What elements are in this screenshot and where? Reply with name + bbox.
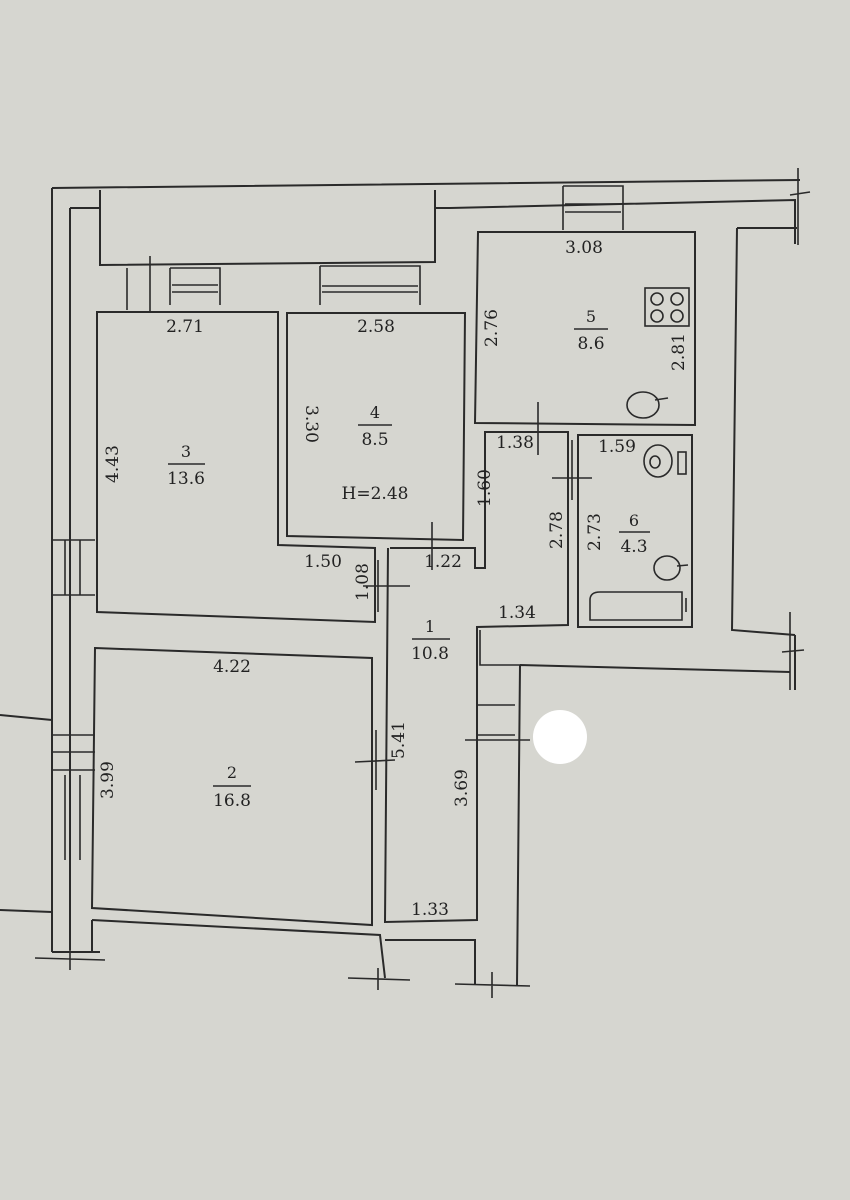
room-6-outline bbox=[577, 434, 693, 628]
dim-4-43: 4.43 bbox=[103, 445, 123, 483]
dim-2-78: 2.78 bbox=[547, 511, 567, 549]
dim-5-41: 5.41 bbox=[389, 721, 409, 759]
room-4-area: 8.5 bbox=[361, 430, 388, 450]
ceiling-height: H=2.48 bbox=[342, 484, 409, 504]
dim-3-30: 3.30 bbox=[301, 405, 321, 443]
room-6-area: 4.3 bbox=[620, 537, 647, 557]
dimension-ticks bbox=[34, 168, 811, 998]
dim-3-08: 3.08 bbox=[565, 238, 603, 258]
dim-2-81: 2.81 bbox=[669, 333, 689, 371]
bathtub-icon bbox=[589, 591, 687, 621]
toilet-icon bbox=[643, 444, 687, 478]
location-marker[interactable] bbox=[533, 710, 587, 764]
room-5-outline bbox=[473, 231, 696, 427]
dim-2-71: 2.71 bbox=[166, 317, 204, 337]
bath-sink-icon bbox=[653, 555, 689, 581]
dim-2-73: 2.73 bbox=[585, 513, 605, 551]
dim-1-34: 1.34 bbox=[498, 603, 536, 623]
dimension-labels: 3.08 2.76 2.81 2.71 2.58 3.30 4.43 1.38 … bbox=[98, 238, 689, 920]
room-4-outline bbox=[286, 312, 467, 542]
balcony bbox=[99, 190, 436, 312]
room-1-area: 10.8 bbox=[411, 644, 449, 664]
dim-1-60: 1.60 bbox=[475, 469, 495, 507]
dim-4-22: 4.22 bbox=[213, 657, 251, 677]
room-1-outline bbox=[383, 431, 569, 924]
room-5-number: 5 bbox=[586, 307, 596, 326]
stove-icon bbox=[644, 287, 690, 327]
kitchen-sink-icon bbox=[626, 391, 669, 419]
dim-1-22: 1.22 bbox=[424, 552, 462, 572]
room-3-number: 3 bbox=[181, 442, 191, 461]
room-3-area: 13.6 bbox=[167, 469, 205, 489]
dim-2-58: 2.58 bbox=[357, 317, 395, 337]
room-5-area: 8.6 bbox=[577, 334, 604, 354]
exterior-walls bbox=[0, 179, 801, 986]
room-6-number: 6 bbox=[629, 511, 639, 530]
room-3-outline bbox=[96, 311, 376, 624]
dim-3-69: 3.69 bbox=[452, 769, 472, 807]
dim-2-76: 2.76 bbox=[482, 309, 502, 347]
room-2-outline bbox=[90, 646, 373, 927]
dim-1-33: 1.33 bbox=[411, 900, 449, 920]
room-2-number: 2 bbox=[227, 763, 237, 782]
room-2-area: 16.8 bbox=[213, 791, 251, 811]
dim-1-08: 1.08 bbox=[353, 563, 373, 601]
dim-3-99: 3.99 bbox=[98, 761, 118, 799]
room-labels: 5 8.6 4 8.5 3 13.6 6 4.3 1 10.8 2 16.8 H… bbox=[167, 307, 650, 811]
left-windows bbox=[52, 539, 95, 860]
dim-1-38: 1.38 bbox=[496, 433, 534, 453]
dim-1-59: 1.59 bbox=[598, 437, 636, 457]
dim-1-50: 1.50 bbox=[304, 552, 342, 572]
room-4-number: 4 bbox=[370, 403, 380, 422]
room-1-number: 1 bbox=[425, 617, 435, 636]
